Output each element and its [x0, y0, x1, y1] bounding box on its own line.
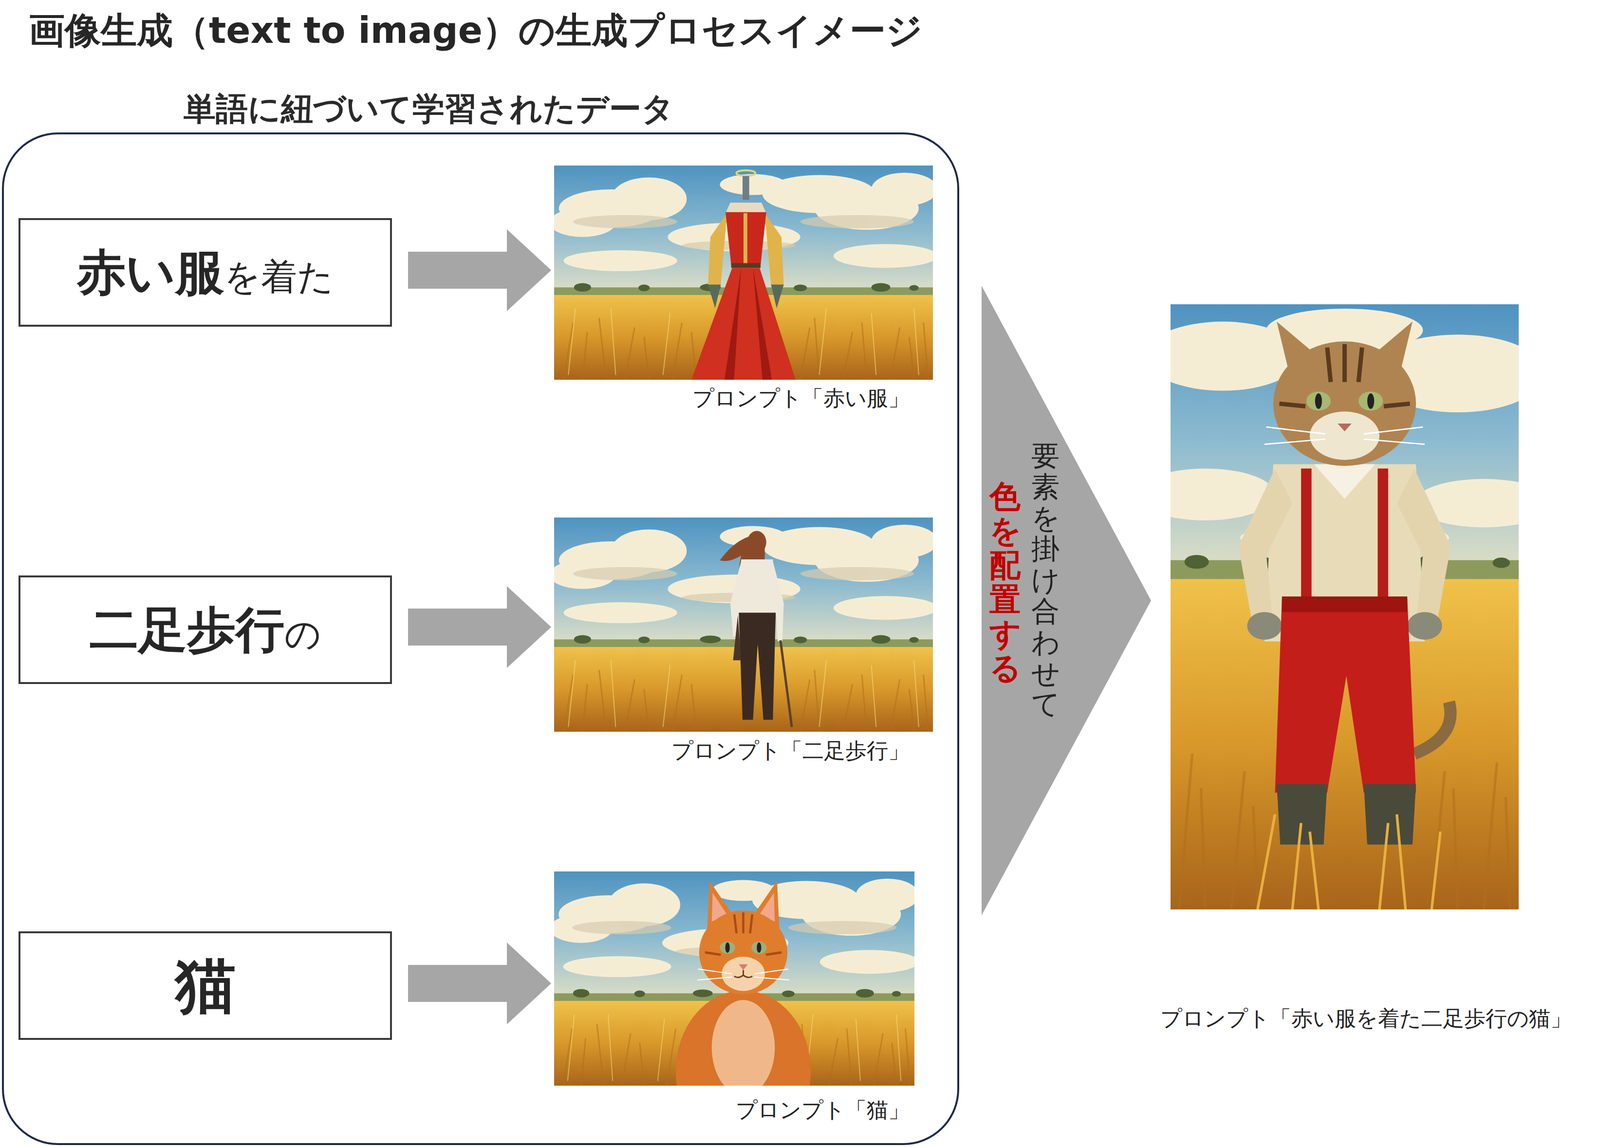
block-arrow [408, 586, 552, 669]
illustration-shape [1246, 612, 1283, 640]
prompt-caption: プロンプト「猫」 [735, 1097, 910, 1124]
illustration-shape [1315, 393, 1322, 410]
illustration-shape [1414, 702, 1451, 755]
illustration-shape [691, 267, 796, 380]
illustration-shape [1264, 427, 1425, 445]
illustration-shape [780, 640, 792, 727]
prompt-caption: プロンプト「赤い服を着た二足歩行の猫」 [1160, 1005, 1572, 1032]
illustration-shape [751, 941, 767, 954]
word-box: 赤い服を着た [18, 218, 392, 327]
word-line: 赤い服を着た [76, 243, 335, 302]
illustration-shape [699, 910, 788, 995]
illustration-shape [734, 969, 753, 978]
illustration-shape [1309, 411, 1380, 460]
illustration-shape [705, 912, 782, 955]
illustration-shape [675, 990, 812, 1086]
illustration-shape [725, 212, 767, 266]
illustration-shape [747, 530, 767, 554]
diagram-title: 画像生成（text to image）の生成プロセスイメージ [28, 8, 923, 53]
vertical-text: 要素を掛け合わせて [1031, 440, 1060, 721]
word-text: の [284, 613, 322, 655]
illustration-shape [770, 284, 784, 309]
illustration-shape [1275, 598, 1417, 794]
illustration-shape [1257, 814, 1441, 910]
illustration-shape [1301, 468, 1312, 616]
illustration-shape [1363, 784, 1416, 845]
illustration-shape [1337, 423, 1352, 432]
illustration-shape [1276, 784, 1328, 845]
illustration-shape [1377, 468, 1388, 616]
word-line: 猫 [175, 949, 236, 1023]
illustration-shape [738, 964, 748, 971]
illustration-shape [743, 213, 748, 264]
dress-figure [691, 170, 796, 380]
cat-figure [675, 881, 812, 1086]
vertical-text: 色を配置する [989, 479, 1021, 686]
result-painting [1170, 304, 1519, 910]
dressed-cat-figure [1238, 321, 1451, 910]
word-text: 猫 [175, 950, 236, 1021]
word-box: 二足歩行の [18, 575, 392, 685]
illustration-shape [736, 170, 756, 177]
illustration-shape [725, 202, 767, 214]
word-text: を着た [223, 255, 335, 298]
word-box: 猫 [18, 931, 392, 1041]
illustration-shape [1407, 612, 1443, 640]
illustration-shape [719, 941, 735, 954]
illustration-shape [1170, 304, 1519, 910]
illustration-shape [737, 559, 777, 615]
prompt-caption: プロンプト「赤い服」 [692, 385, 910, 412]
dress-painting [554, 165, 933, 380]
illustration-shape [1358, 391, 1383, 411]
word-text: 二足歩行 [89, 601, 285, 659]
illustration-shape [554, 517, 933, 732]
block-arrow [408, 942, 552, 1025]
illustration-shape [731, 262, 761, 268]
word-line: 二足歩行の [89, 600, 322, 660]
illustration-shape [1279, 344, 1410, 407]
illustration-shape [1257, 814, 1441, 910]
illustration-shape [738, 613, 776, 721]
illustration-shape [1282, 596, 1408, 613]
prompt-caption: プロンプト「二足歩行」 [671, 738, 910, 764]
illustration-shape [1367, 393, 1375, 410]
block-arrow [408, 229, 552, 312]
illustration-shape [733, 614, 742, 661]
illustration-shape [711, 1000, 776, 1086]
illustration-shape [697, 968, 790, 980]
illustration-shape [721, 956, 765, 991]
walking-painting [554, 517, 933, 732]
merge-arrow: 要素を掛け合わせて色を配置する [981, 285, 1152, 916]
group-frame: 赤い服を着た二足歩行の猫単語に紐づいて学習されたデータ [1, 132, 960, 1146]
illustration-shape [1273, 341, 1416, 466]
illustration-shape [724, 267, 772, 380]
cat-painting [554, 871, 915, 1086]
word-text: 赤い服 [76, 243, 224, 301]
illustration-shape [756, 942, 762, 954]
triangle-fill [981, 285, 1152, 916]
illustration-shape [1314, 464, 1376, 500]
group-heading: 単語に紐づいて学習されたデータ [183, 89, 675, 129]
illustration-shape [1306, 391, 1331, 411]
illustration-shape [742, 176, 750, 201]
illustration-shape [725, 942, 730, 954]
illustration-shape [554, 165, 933, 380]
walking-figure [719, 530, 792, 727]
